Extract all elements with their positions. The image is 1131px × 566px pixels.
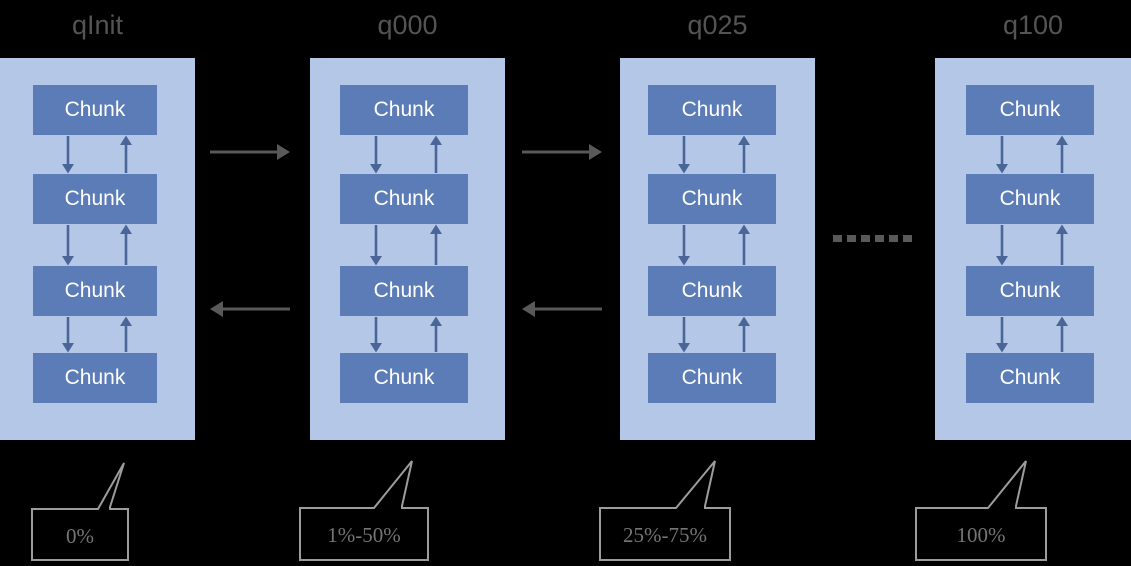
column-header-qinit: qInit [71,10,124,40]
transition-arrow-head [210,301,223,317]
callout-label: 100% [956,523,1006,547]
chunk-box[interactable]: Chunk [33,174,157,224]
ellipsis-dot [889,235,898,242]
chunk-box[interactable]: Chunk [648,85,776,135]
chunk-box[interactable]: Chunk [648,353,776,403]
chunk-box[interactable]: Chunk [340,85,468,135]
forward-arrow-qinit-to-q000[interactable] [210,144,290,160]
column-header-q025: q025 [687,10,748,40]
back-arrow-q000-to-qinit[interactable] [210,301,290,317]
ellipsis-dot [847,235,856,242]
chunk-box[interactable]: Chunk [966,174,1094,224]
transition-arrow-head [522,301,535,317]
chunk-box[interactable]: Chunk [33,85,157,135]
chunk-box[interactable]: Chunk [648,174,776,224]
transition-arrow-head [277,144,290,160]
callout-label: 1%-50% [327,523,401,547]
ellipsis-dot [875,235,884,242]
chunk-box[interactable]: Chunk [966,353,1094,403]
chunk-box[interactable]: Chunk [648,266,776,316]
ellipsis-dot [833,235,842,242]
forward-arrow-q000-to-q025[interactable] [522,144,602,160]
callout-label: 25%-75% [623,523,707,547]
ellipsis-dots [833,235,912,242]
chunk-box[interactable]: Chunk [33,266,157,316]
callout-label: 0% [66,523,94,548]
chunk-box[interactable]: Chunk [966,85,1094,135]
back-arrow-q025-to-q000[interactable] [522,301,602,317]
chunk-box[interactable]: Chunk [33,353,157,403]
chunk-box[interactable]: Chunk [340,353,468,403]
column-header-q000: q000 [377,10,438,40]
chunk-box[interactable]: Chunk [340,174,468,224]
chunk-box[interactable]: Chunk [966,266,1094,316]
column-header-q100: q100 [1002,10,1064,40]
chunk-box[interactable]: Chunk [340,266,468,316]
ellipsis-dot [903,235,912,242]
transition-arrow-head [589,144,602,160]
ellipsis-dot [861,235,870,242]
